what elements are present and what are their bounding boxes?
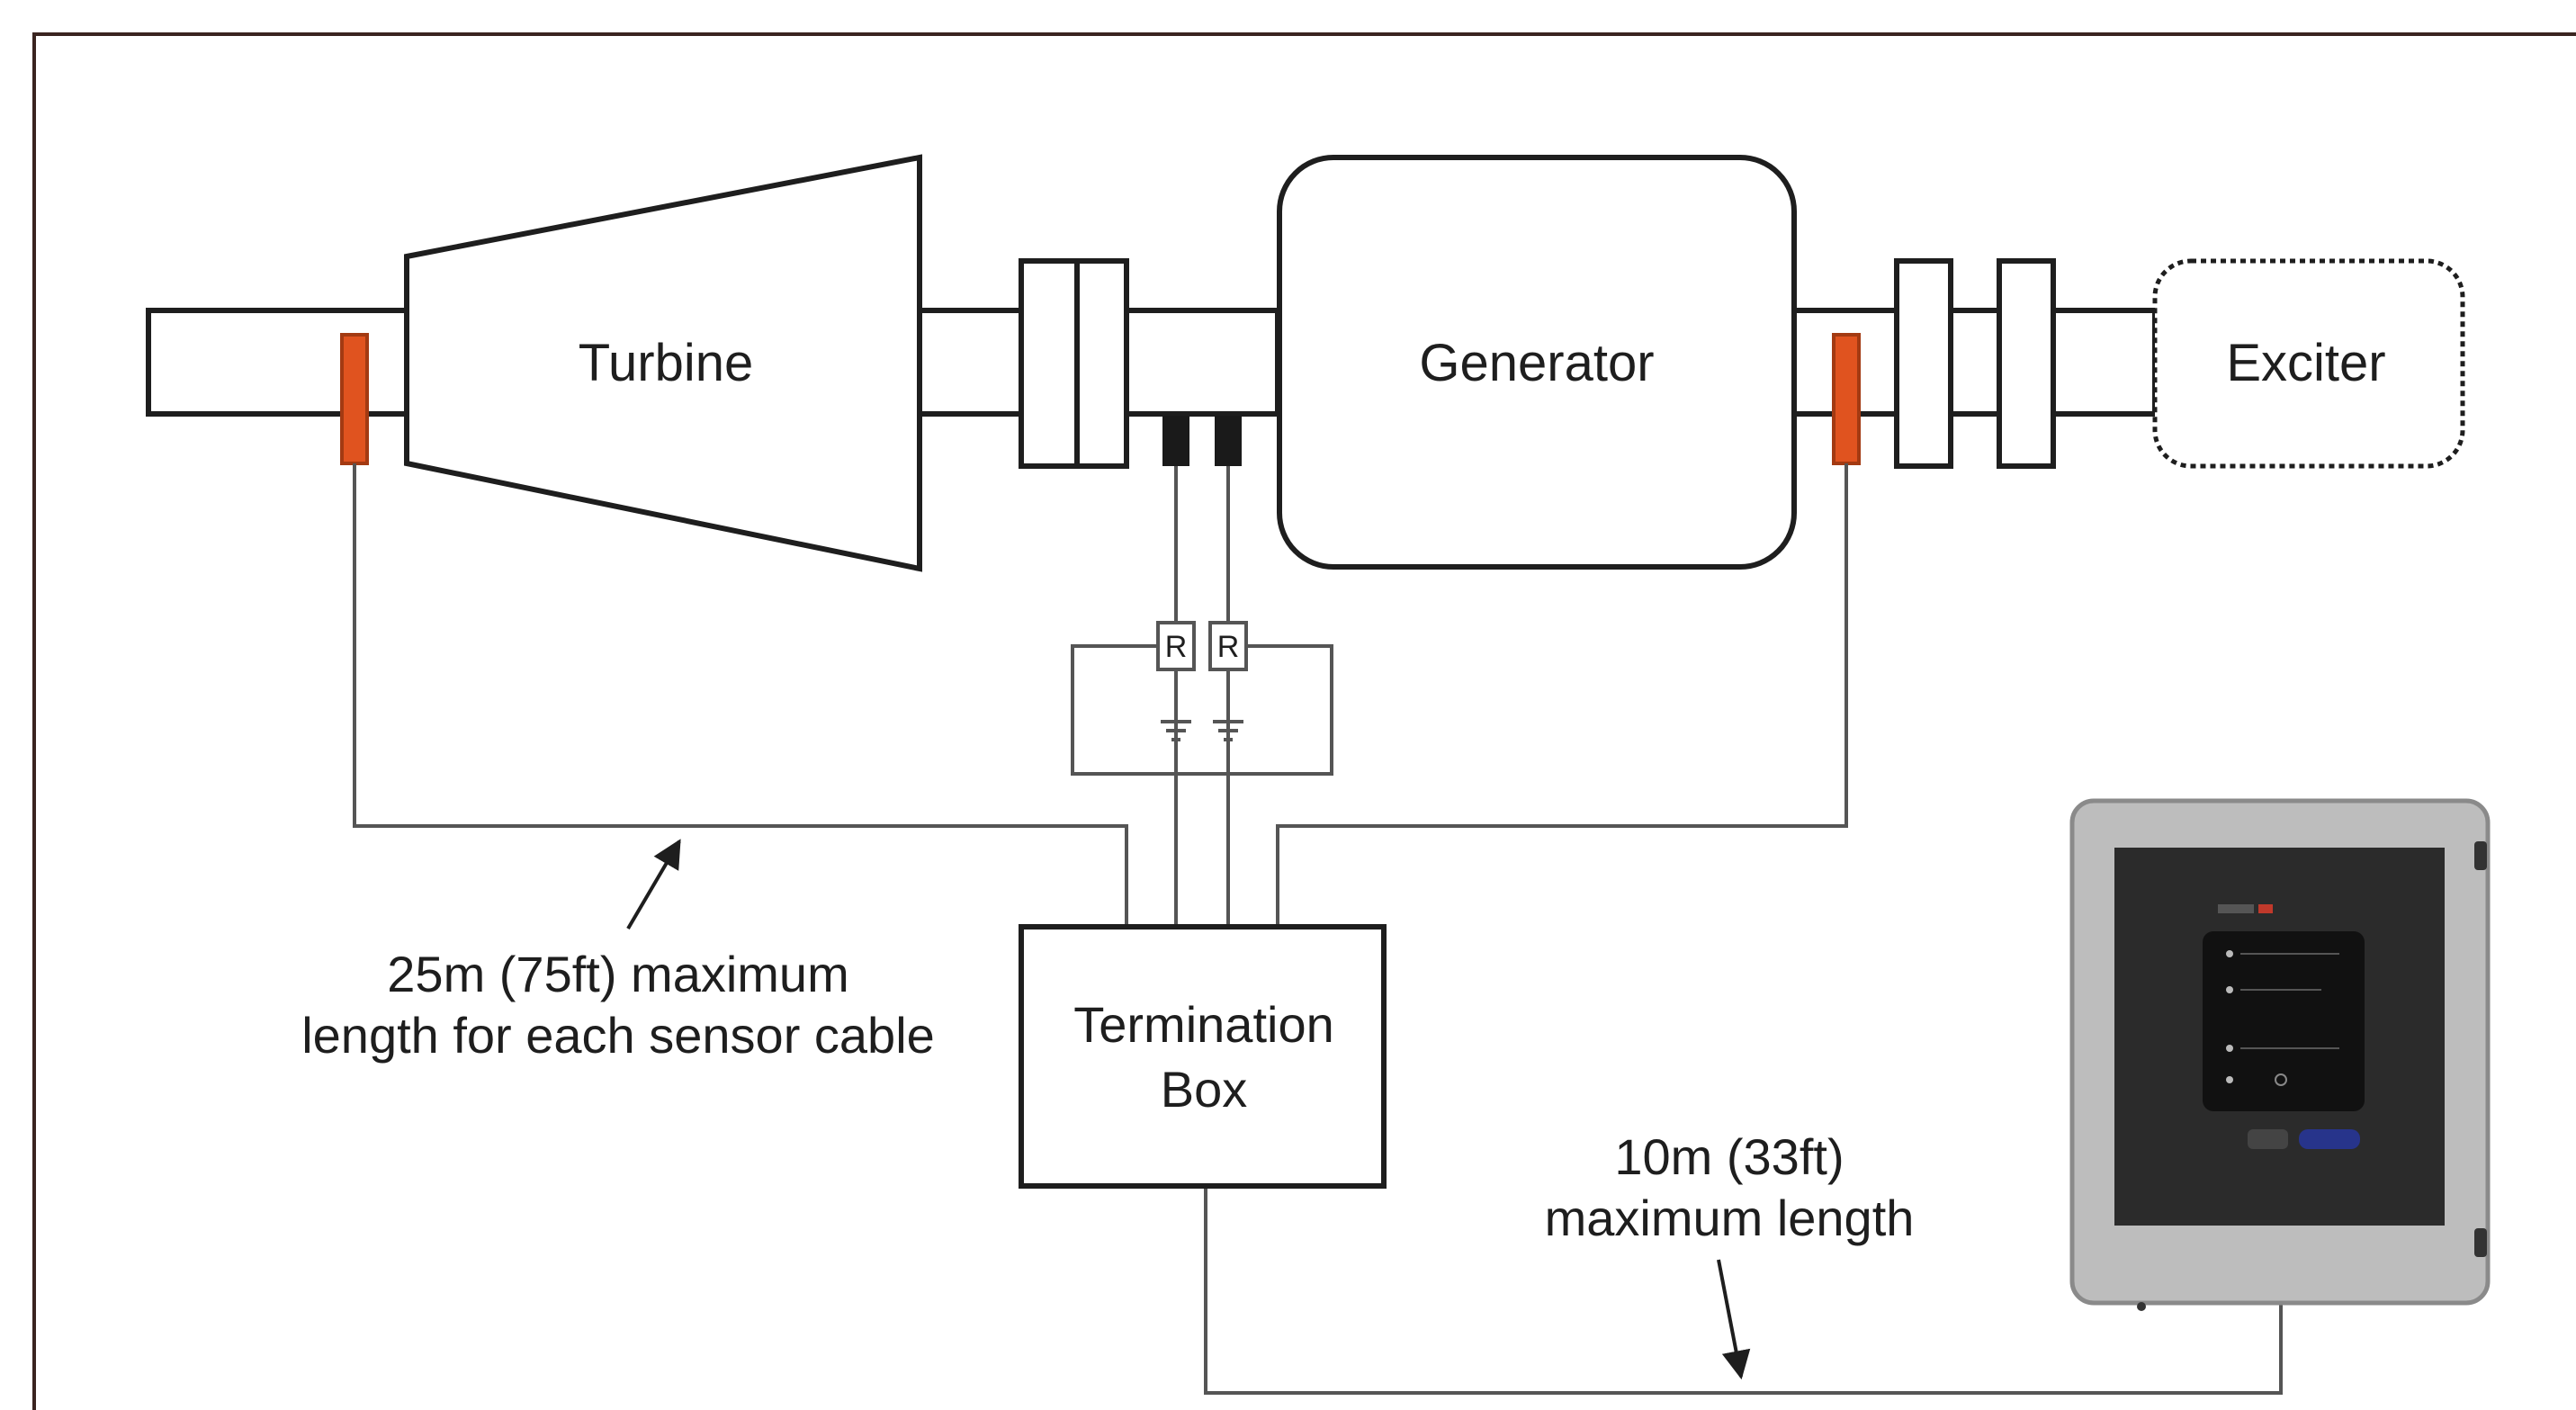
monitor-cable-note-line1: 10m (33ft): [1614, 1128, 1844, 1185]
ground-icon: [1213, 720, 1243, 741]
monitor-unit-icon: [2069, 798, 2491, 1311]
turbine-body: [404, 154, 922, 572]
resistor-right-label: R: [1217, 630, 1240, 664]
sensor-probe-right: [1832, 333, 1861, 465]
grounding-brush-right: [1215, 416, 1242, 466]
sensor-cable-arrow-icon: [626, 839, 681, 930]
coupling-left-a: [1019, 258, 1080, 469]
grounding-brush-left: [1162, 416, 1189, 466]
generator-body: [1277, 155, 1797, 570]
shaft-left: [146, 308, 412, 417]
termination-box-label-line1: Termination: [1073, 996, 1333, 1053]
resistor-right: [1208, 621, 1248, 671]
termination-box: [1019, 924, 1387, 1189]
monitor-cable-note-line2: maximum length: [1545, 1190, 1915, 1246]
termination-box-label-line2: Box: [1161, 1061, 1248, 1118]
coupling-right-b: [1997, 258, 2056, 469]
turbine-label: Turbine: [579, 334, 754, 392]
exciter-body: [2152, 258, 2465, 469]
resistor-left-label: R: [1165, 630, 1188, 664]
exciter-label: Exciter: [2226, 334, 2385, 392]
monitor-cable-arrow-icon: [1717, 1259, 1751, 1380]
ground-icon: [1161, 720, 1191, 741]
sensor-cable-note-line1: 25m (75ft) maximum: [387, 946, 848, 1002]
sensor-cable-note-line2: length for each sensor cable: [301, 1007, 935, 1064]
coupling-left-b: [1074, 258, 1129, 469]
generator-label: Generator: [1419, 334, 1654, 392]
wiring: [353, 463, 2283, 1395]
resistor-left: [1156, 621, 1196, 671]
coupling-right-a: [1894, 258, 1953, 469]
sensor-probe-left: [340, 333, 369, 465]
